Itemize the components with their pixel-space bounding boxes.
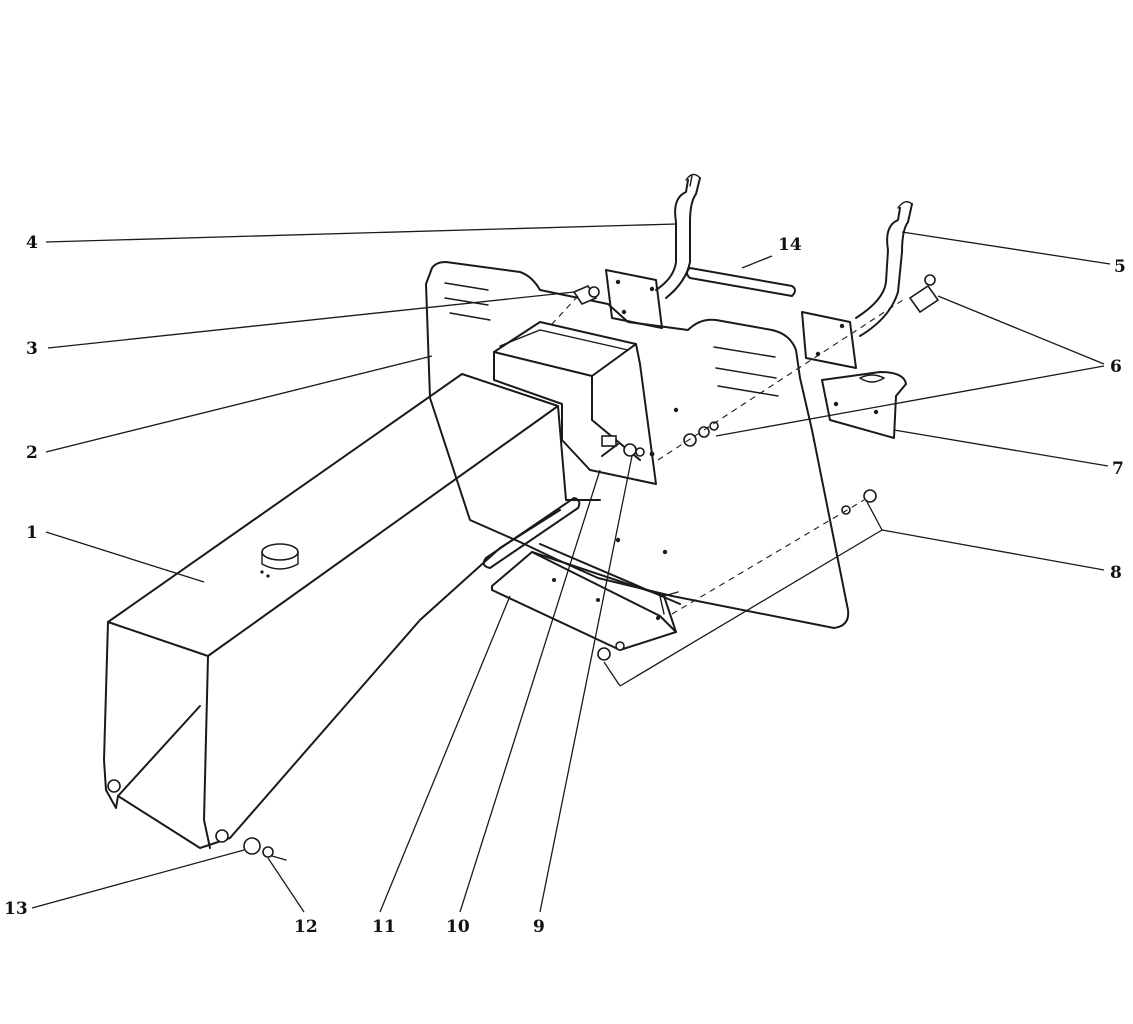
callout-14: 14 xyxy=(778,235,802,255)
tank-top-housing xyxy=(493,321,657,485)
fastener-hardware xyxy=(243,274,940,861)
callout-13: 13 xyxy=(4,899,28,919)
callout-11: 11 xyxy=(372,917,396,937)
callout-2: 2 xyxy=(26,443,38,463)
right-mounting-bracket xyxy=(801,201,913,369)
back-plate xyxy=(425,261,850,629)
callout-7: 7 xyxy=(1112,459,1124,479)
assembly-lines xyxy=(551,295,907,615)
main-tank-body xyxy=(103,373,601,849)
callout-9: 9 xyxy=(533,917,545,937)
callout-10: 10 xyxy=(446,917,470,937)
callout-8: 8 xyxy=(1110,563,1122,583)
callout-5: 5 xyxy=(1114,257,1126,277)
callout-12: 12 xyxy=(294,917,318,937)
leader-lines xyxy=(31,223,1111,913)
callout-3: 3 xyxy=(26,339,38,359)
callout-6: 6 xyxy=(1110,357,1122,377)
callout-1: 1 xyxy=(26,523,38,543)
pin-rod xyxy=(686,267,796,297)
side-rail xyxy=(482,497,581,569)
callout-4: 4 xyxy=(26,233,38,253)
hitch-bracket xyxy=(821,371,907,439)
left-mounting-bracket xyxy=(605,173,701,329)
callout-labels: 1 2 3 4 5 6 7 8 9 10 11 12 13 14 xyxy=(4,233,1126,937)
lower-support-angle xyxy=(491,543,681,651)
